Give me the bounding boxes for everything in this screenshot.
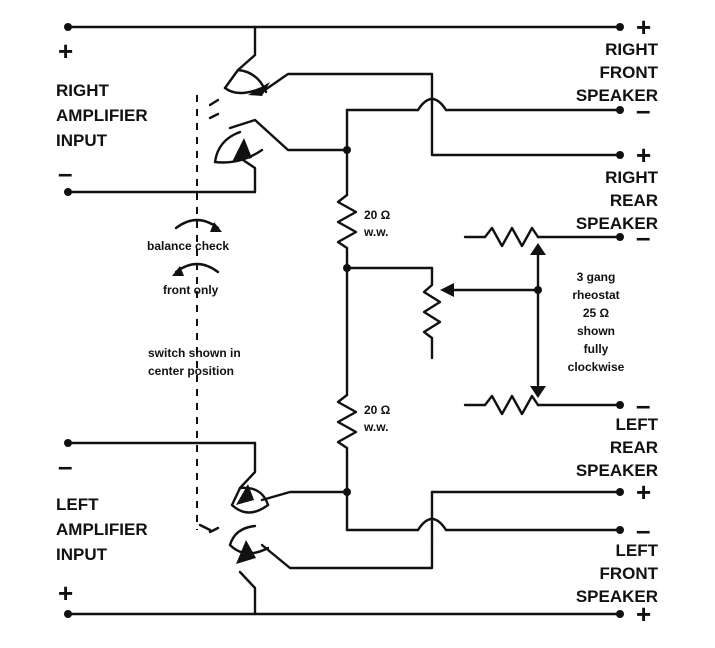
right-amp-plus: +	[58, 36, 73, 66]
lr-minus: –	[636, 390, 650, 420]
switch-note: switch shown in center position	[148, 346, 241, 378]
rf-plus: +	[636, 12, 651, 42]
rf-minus: –	[636, 95, 650, 125]
label-text: 20 Ω	[364, 208, 391, 222]
label-text: w.w.	[363, 420, 388, 434]
right-rear-speaker-label: RIGHT REAR SPEAKER	[576, 168, 659, 233]
right-front-speaker-label: RIGHT FRONT SPEAKER	[576, 40, 659, 105]
label-text: RIGHT	[605, 168, 659, 187]
left-front-speaker-label: LEFT FRONT SPEAKER	[576, 541, 659, 606]
resistor-bottom-label: 20 Ω w.w.	[363, 403, 391, 434]
center-bus	[336, 97, 622, 542]
label-text: SPEAKER	[576, 86, 658, 105]
right-amp-minus: –	[58, 158, 72, 188]
label-text: INPUT	[56, 545, 108, 564]
label-text: REAR	[610, 438, 658, 457]
label-text: shown	[577, 324, 615, 338]
label-text: center position	[148, 364, 234, 378]
rail-wires	[66, 25, 622, 616]
left-rear-speaker-label: LEFT REAR SPEAKER	[576, 415, 659, 480]
label-text: RIGHT	[56, 81, 110, 100]
label-text: SPEAKER	[576, 214, 658, 233]
label-text: LEFT	[56, 495, 99, 514]
balance-check-label: balance check	[147, 239, 229, 253]
right-switch-assembly	[208, 25, 434, 194]
label-text: 25 Ω	[583, 306, 610, 320]
label-text: LEFT	[616, 541, 659, 560]
label-text: AMPLIFIER	[56, 106, 148, 125]
label-text: fully	[584, 342, 609, 356]
rr-minus: –	[636, 222, 650, 252]
label-text: INPUT	[56, 131, 108, 150]
label-text: 3 gang	[577, 270, 616, 284]
lf-plus: +	[636, 599, 651, 629]
resistor-top-label: 20 Ω w.w.	[363, 208, 391, 239]
rr-plus: +	[636, 140, 651, 170]
label-text: AMPLIFIER	[56, 520, 148, 539]
label-text: 20 Ω	[364, 403, 391, 417]
label-text: SPEAKER	[576, 587, 658, 606]
left-amp-plus: +	[58, 578, 73, 608]
label-text: FRONT	[599, 63, 658, 82]
front-only-label: front only	[163, 283, 219, 297]
terminals	[64, 23, 624, 618]
label-text: FRONT	[599, 564, 658, 583]
label-text: RIGHT	[605, 40, 659, 59]
label-text: switch shown in	[148, 346, 241, 360]
label-text: REAR	[610, 191, 658, 210]
left-amp-minus: –	[58, 451, 72, 481]
switch-position-arrows	[172, 218, 222, 276]
left-switch-assembly	[198, 441, 434, 616]
right-amp-label: RIGHT AMPLIFIER INPUT	[56, 81, 148, 150]
label-text: rheostat	[572, 288, 619, 302]
polarity-signs: + – – + + – + – – + – +	[58, 12, 651, 629]
left-amp-label: LEFT AMPLIFIER INPUT	[56, 495, 148, 564]
rheostat	[345, 226, 622, 416]
lr-plus: +	[636, 477, 651, 507]
rheostat-label: 3 gang rheostat 25 Ω shown fully clockwi…	[568, 270, 625, 374]
label-text: SPEAKER	[576, 461, 658, 480]
label-text: LEFT	[616, 415, 659, 434]
lf-minus: –	[636, 515, 650, 545]
label-text: clockwise	[568, 360, 625, 374]
label-text: w.w.	[363, 225, 388, 239]
